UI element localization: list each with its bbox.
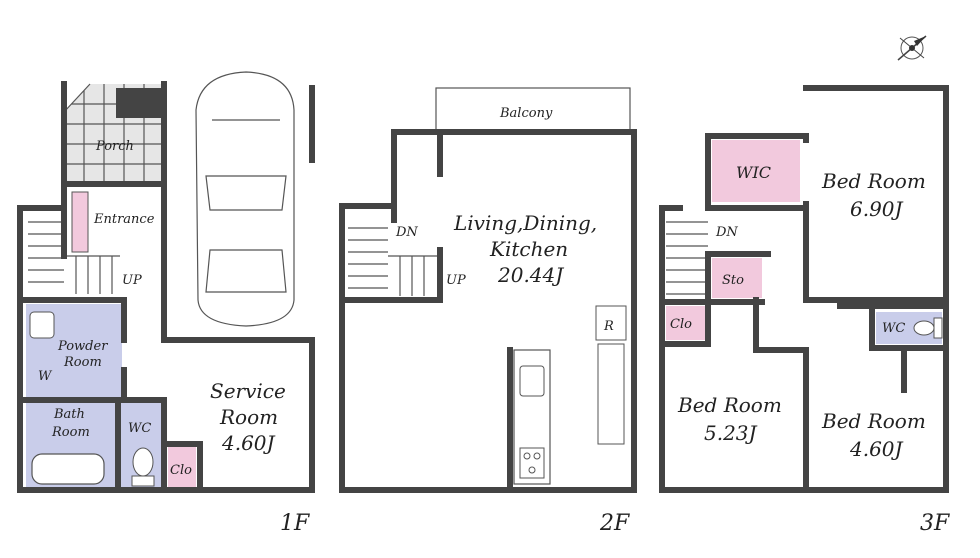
bed-room-left-label: Bed Room (677, 393, 782, 417)
floor-3-label: 3F (920, 511, 950, 536)
shoe-storage (71, 191, 89, 253)
washer-label: W (38, 369, 53, 384)
entrance-label: Entrance (93, 212, 155, 227)
ldk-label-line2: Kitchen (489, 237, 568, 261)
balcony-label: Balcony (499, 106, 553, 121)
bed-room-top-size: 6.90J (850, 197, 904, 221)
balcony-area (435, 87, 631, 131)
stove-icon (519, 447, 545, 479)
bath-room-label-line2: Room (51, 425, 90, 440)
service-room-size: 4.60J (221, 431, 276, 455)
closet-label: Clo (170, 463, 192, 478)
ldk-size: 20.44J (497, 263, 564, 287)
stairs-up-label: UP (122, 273, 142, 288)
service-room-label-line1: Service (210, 379, 286, 403)
back-counter (597, 343, 625, 445)
sink-icon (29, 311, 55, 339)
compass-icon (897, 35, 927, 61)
wc-label: WC (882, 321, 905, 336)
floor-1: Porch Entrance UP Powder Room W Bath Roo… (17, 71, 315, 536)
bath-room-label-line1: Bath (53, 407, 85, 422)
fridge-label: R (603, 319, 614, 334)
toilet-icon (131, 447, 155, 487)
powder-room-label-line2: Room (63, 355, 102, 370)
powder-room-label-line1: Powder (57, 339, 108, 354)
storage-label: Sto (722, 273, 744, 288)
stairs-up-label: UP (446, 273, 466, 288)
floor-2: Balcony DN UP Living,Dining, Kitchen 20.… (339, 87, 637, 536)
stairs-down-label: DN (715, 225, 738, 240)
wc-label: WC (128, 421, 151, 436)
toilet-icon (913, 317, 943, 339)
service-room-label-line2: Room (219, 405, 278, 429)
ldk-label-line1: Living,Dining, (453, 211, 597, 235)
closet-floor (168, 446, 196, 488)
sink-icon (519, 365, 545, 397)
bed-room-right-size: 4.60J (849, 437, 904, 461)
floor-3: WIC Bed Room 6.90J DN Sto Clo WC Bed Roo… (659, 85, 950, 536)
wic-floor (712, 140, 800, 202)
wic-label: WIC (736, 163, 771, 182)
car-icon (195, 71, 295, 327)
fridge-space (595, 305, 627, 341)
porch-label: Porch (95, 139, 134, 154)
closet-label: Clo (670, 317, 692, 332)
sto-floor (712, 258, 762, 298)
bed-room-top-label: Bed Room (821, 169, 926, 193)
clo-floor (666, 306, 708, 340)
bed-room-right-label: Bed Room (821, 409, 926, 433)
stairs-down-label: DN (395, 225, 418, 240)
floor-2-label: 2F (599, 511, 630, 536)
floor-1-label: 1F (280, 511, 310, 536)
bathtub-icon (31, 453, 105, 485)
pillar (116, 88, 164, 118)
bed-room-left-size: 5.23J (704, 421, 758, 445)
